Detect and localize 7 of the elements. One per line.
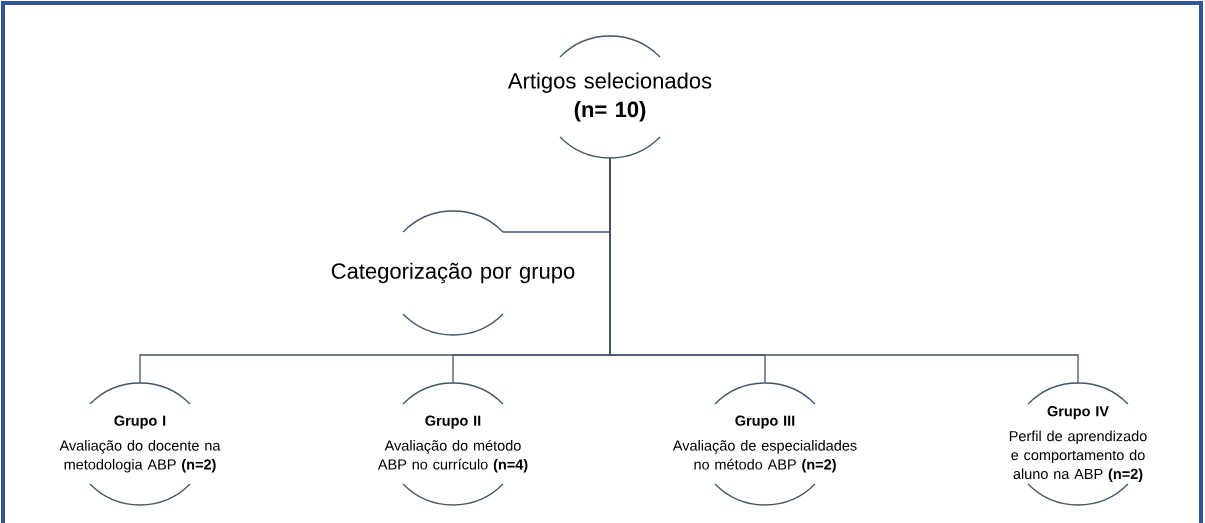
arc-node: Grupo IV Perfil de aprendizado e comportamento do aluno na ABP (n=2) bbox=[1009, 382, 1147, 506]
arc-node: Categorização por grupo bbox=[331, 210, 575, 336]
connector-line bbox=[609, 157, 1079, 384]
arc-node: Grupo II Avaliação do método ABP no currículo (n=4) bbox=[377, 382, 528, 506]
arc-node: Artigos selecionados (n= 10) bbox=[507, 35, 712, 159]
arc-node: Grupo III Avaliação de especialidades no método ABP (n=2) bbox=[672, 382, 857, 506]
arc-node: Grupo I Avaliação do docente na metodologia ABP (n=2) bbox=[59, 382, 221, 506]
